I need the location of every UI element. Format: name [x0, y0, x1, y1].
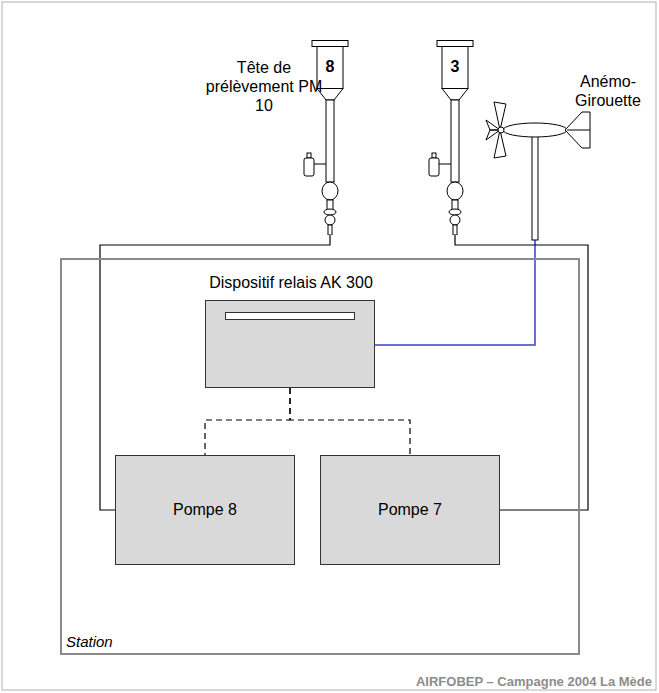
anemometer-tail — [565, 112, 590, 148]
part-label: Tête de prélèvement PM 10 — [199, 58, 329, 115]
anemometer-wire — [375, 240, 535, 345]
sampling-head: 8 — [300, 40, 350, 235]
pump-label: Pompe 7 — [375, 500, 445, 520]
callout-number: 3 — [442, 46, 468, 88]
sampling-head: 3 — [425, 40, 475, 235]
relay-heading: Dispositif relais AK 300 — [146, 274, 436, 292]
pump-label: Pompe 8 — [170, 500, 240, 520]
pump-box: Pompe 7 — [320, 455, 500, 565]
pump-box: Pompe 8 — [115, 455, 295, 565]
relay-slot — [225, 312, 355, 320]
propeller-hub — [498, 127, 504, 133]
tail-rod — [567, 130, 590, 131]
sampling-head-drawing — [300, 40, 350, 235]
station-label: Station — [66, 633, 113, 650]
sampling-head-drawing — [425, 40, 475, 235]
anemometer-propeller — [486, 102, 506, 158]
control-link — [290, 388, 410, 455]
source-note: AIRFOBEP – Campagne 2004 La Mède — [416, 672, 652, 691]
relay-box: Dispositif relais AK 300 — [205, 300, 375, 388]
control-link — [205, 388, 290, 455]
station-enclosure: Station Dispositif relais AK 300Pompe 8 Po… — [60, 258, 580, 655]
anemometer-body — [503, 123, 567, 137]
anemometer-mast — [532, 135, 538, 240]
part-label: Anémo-Girouette — [562, 72, 654, 110]
